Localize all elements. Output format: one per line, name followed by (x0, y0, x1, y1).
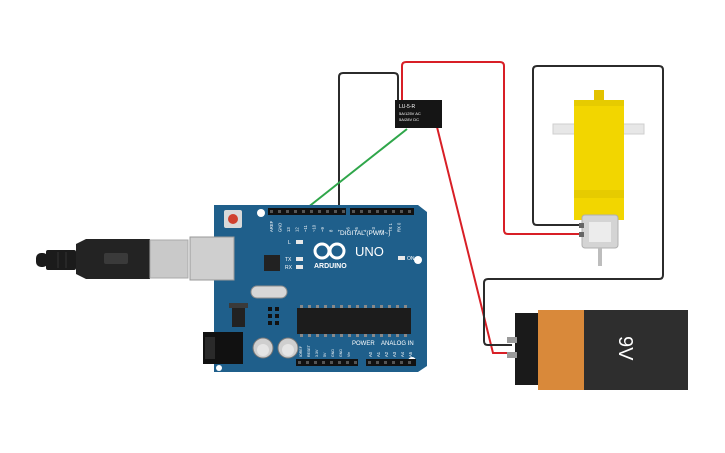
green-wire-pin13-to-relay[interactable] (301, 128, 408, 213)
usb-port (189, 236, 235, 281)
motor-gearbox (574, 100, 624, 220)
led-tx (296, 257, 303, 261)
pin-label: GND (331, 349, 335, 357)
usb-icon (104, 253, 128, 264)
power-header[interactable] (296, 359, 358, 366)
pin-label: 3.3V (315, 349, 319, 357)
motor-terminal[interactable] (579, 223, 584, 228)
pin-label: AREF (269, 220, 274, 232)
pin-label: ~3 (371, 227, 376, 232)
pin-label: GND (278, 223, 283, 232)
arduino-logo (313, 242, 346, 260)
black-wire-motor-loop[interactable] (483, 65, 664, 346)
pin-label: A4 (400, 351, 405, 357)
pin-label: 5V (323, 352, 327, 357)
usb-chip (264, 255, 280, 271)
pin-label: 4 (363, 229, 368, 232)
dc-motor[interactable] (552, 90, 645, 266)
digital-header-right[interactable] (350, 208, 414, 215)
battery-terminal[interactable] (507, 337, 517, 343)
arduino-uno-board[interactable]: ARDUINO UNO DIGITAL (PWM~) POWER ANALOG … (189, 205, 427, 372)
pin-label: ~11 (303, 225, 308, 232)
led-tx-label: TX (285, 257, 292, 263)
led-rx-label: RX (285, 265, 293, 271)
pin-label: GND (339, 349, 343, 357)
power-label: POWER (352, 341, 375, 347)
pin-label: 12 (295, 227, 300, 232)
relay-label-1: LU-5-R (399, 104, 416, 110)
pin-label: RESET (307, 344, 311, 357)
pin-label: A2 (384, 351, 389, 357)
motor-shaft-right (621, 123, 645, 135)
motor-terminal[interactable] (579, 232, 584, 237)
on-label: ON (407, 256, 415, 262)
crystal (250, 285, 288, 299)
pin-label: ~9 (320, 227, 325, 232)
black-wire-relay-to-gnd[interactable] (338, 72, 399, 345)
battery-terminal[interactable] (507, 352, 517, 358)
pin-label: RX 0 (397, 222, 402, 232)
pin-label: A5 (408, 351, 413, 357)
battery-label: 9V (614, 336, 636, 361)
battery-9v[interactable]: 9V (507, 310, 688, 390)
pin-label: TX 1 (388, 222, 393, 232)
pin-label: Vin (347, 352, 351, 357)
arduino-brand-text: ARDUINO (314, 263, 347, 270)
analog-header[interactable] (366, 359, 416, 366)
pin-label: A0 (368, 351, 373, 357)
pin-label: 13 (286, 227, 291, 232)
pin-label: 2 (380, 229, 385, 232)
pin-label: A1 (376, 351, 381, 357)
led-l-label: L (288, 240, 291, 246)
digital-label: DIGITAL (PWM~) (340, 230, 390, 237)
digital-header-left[interactable] (268, 208, 346, 215)
red-wire-relay-to-battery[interactable] (436, 126, 512, 354)
pin-label: IOREF (299, 345, 303, 357)
analog-label: ANALOG IN (381, 341, 414, 347)
pin-label: A3 (392, 351, 397, 357)
mount-hole (257, 209, 265, 217)
relay-module[interactable]: LU-5-R 5A/125V AC 5A/28V DC (395, 100, 442, 128)
pin-label: ~5 (354, 227, 359, 232)
led-rx (296, 265, 303, 269)
pin-label: ~6 (346, 227, 351, 232)
icsp-header (268, 307, 279, 325)
mount-hole (216, 365, 222, 371)
red-wire-relay-to-motor[interactable] (401, 61, 580, 235)
usb-cable[interactable] (36, 239, 189, 279)
pin-label: 8 (329, 229, 334, 232)
relay-label-3: 5A/28V DC (399, 117, 419, 122)
motor-axle (598, 248, 602, 266)
usb-cable-end (36, 253, 48, 267)
motor-shaft-left (552, 123, 576, 135)
mount-hole (414, 256, 422, 264)
wires (301, 61, 664, 354)
pin-label: ~10 (312, 224, 317, 232)
power-pin-labels: IOREF RESET 3.3V 5V GND GND Vin (299, 344, 351, 357)
led-on (398, 256, 405, 260)
arduino-model-text: UNO (355, 244, 384, 259)
led-l (296, 240, 303, 244)
regulator (232, 307, 245, 327)
relay-label-2: 5A/125V AC (399, 111, 421, 116)
atmega-chip (297, 308, 411, 334)
pin-label: 7 (337, 229, 342, 232)
